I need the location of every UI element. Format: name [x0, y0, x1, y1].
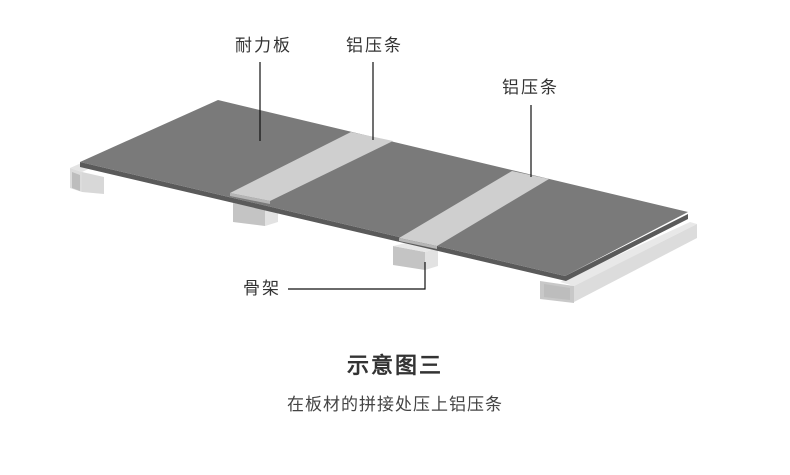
caption-subtitle: 在板材的拼接处压上铝压条 — [287, 395, 503, 415]
label-aluminum-strip-right: 铝压条 — [502, 78, 559, 98]
aluminum-strip-1 — [230, 132, 393, 201]
caption-title: 示意图三 — [346, 354, 443, 379]
label-aluminum-strip-left: 铝压条 — [346, 36, 403, 56]
leader-line-frame — [288, 262, 426, 290]
aluminum-strip-2 — [399, 171, 549, 246]
label-frame: 骨架 — [243, 279, 281, 299]
label-panel: 耐力板 — [235, 36, 292, 56]
frame-right-end — [540, 222, 697, 303]
frame-support-middle-2 — [393, 243, 438, 270]
panel-top — [80, 100, 688, 276]
